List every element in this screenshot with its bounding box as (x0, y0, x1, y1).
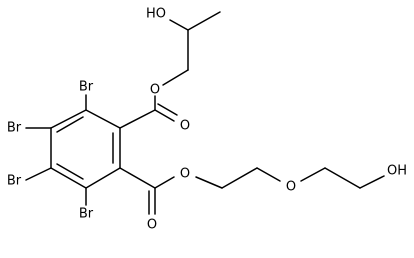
atom-label-br4: Br (79, 207, 94, 222)
ring-bond-inner (56, 116, 84, 133)
ring-bond (85, 109, 121, 129)
atom-label-hydroxyl-top: HO (146, 7, 166, 22)
bond-ch-oh (169, 19, 189, 31)
bond-carbonyl-top-o (154, 109, 175, 122)
atom-label-o-carbonyl-top: O (180, 119, 190, 134)
bond-chain (300, 167, 326, 182)
bond-ester-o-ch2 (162, 69, 189, 86)
bond-ring-carbonyl-bottom (119, 167, 156, 189)
ring-bond (85, 167, 121, 189)
atom-label-o-carbonyl-bottom: O (147, 218, 157, 233)
atom-label-hydroxyl-right: OH (387, 164, 407, 179)
atom-label-o-ester-bottom: O (180, 167, 190, 182)
bond-br3 (25, 167, 52, 181)
ring-bond (50, 109, 87, 129)
bond-chain (359, 175, 385, 189)
bond-chain (221, 167, 258, 189)
bond-ring-carbonyl-top (119, 109, 156, 129)
ring-bond (50, 167, 87, 189)
atom-label-br3: Br (7, 174, 22, 189)
bond-carbonyl-bottom-ester-o (154, 176, 175, 189)
bond-chain (256, 167, 281, 182)
atom-label-br1: Br (79, 80, 94, 95)
ring-bond-inner (56, 163, 84, 180)
bond-ch-ch3 (187, 11, 221, 31)
bond-carbonyl-top-o-double (157, 103, 178, 116)
atom-label-br2: Br (7, 121, 22, 136)
bond-ester-o-ch2-bottom (195, 176, 223, 189)
bond-chain (324, 167, 361, 189)
atom-label-o-ether: O (286, 180, 296, 195)
benzene-ring (50, 109, 121, 189)
atom-label-o-ester-top: O (150, 83, 160, 98)
